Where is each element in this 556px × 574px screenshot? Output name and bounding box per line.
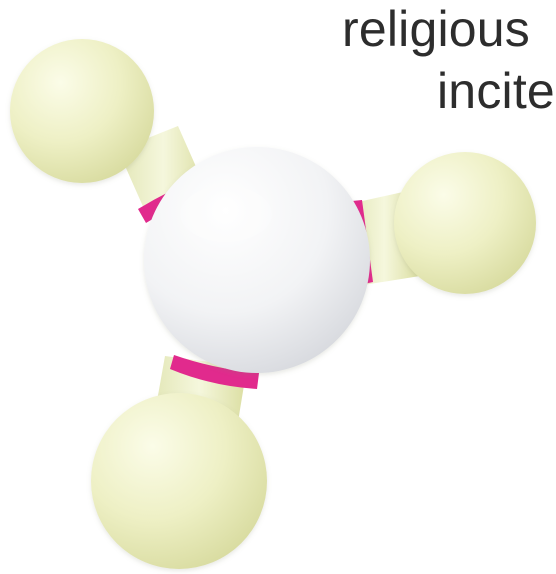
overlay-text-line-1: religious [342, 1, 531, 57]
outer-atom-right [394, 152, 536, 294]
outer-atom-top-left [10, 39, 154, 183]
center-atom [144, 147, 370, 373]
outer-atom-bottom [91, 393, 267, 569]
overlay-text-line-2: incite [437, 63, 555, 119]
